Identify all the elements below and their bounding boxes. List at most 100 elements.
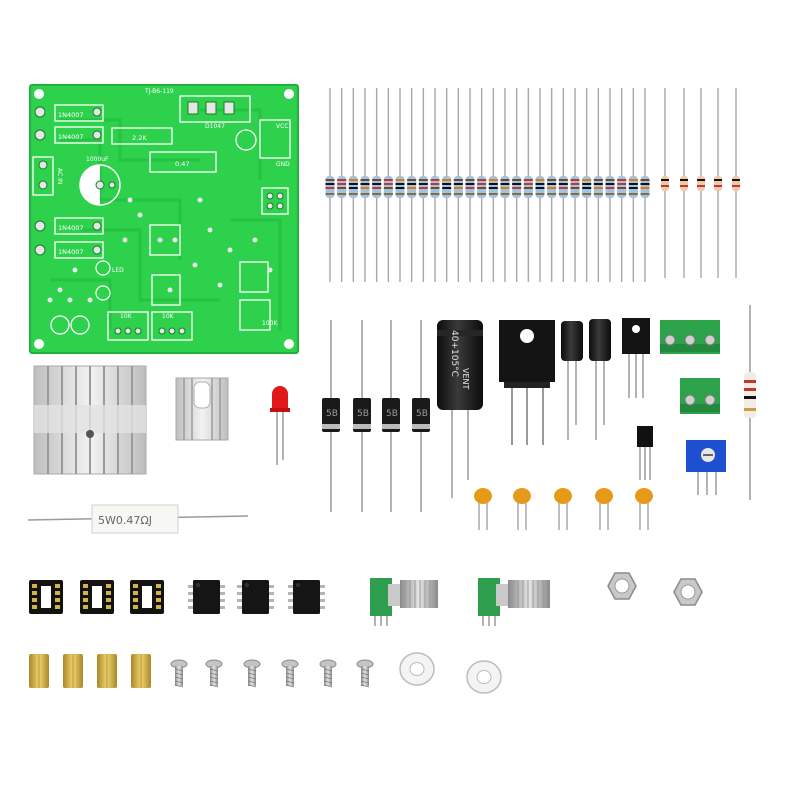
metal-film-resistor — [582, 88, 592, 282]
ceramic-capacitor — [474, 488, 492, 530]
ceramic-capacitor — [554, 488, 572, 530]
metal-film-resistor — [512, 88, 522, 282]
ceramic-capacitor — [635, 488, 653, 530]
zener-diode — [732, 88, 740, 278]
small-electrolytic-capacitor — [589, 319, 611, 440]
capacitor-rating: 40+105°C — [449, 330, 459, 377]
metal-film-resistor — [453, 88, 463, 282]
washer — [399, 652, 435, 686]
brass-standoffs — [29, 654, 151, 688]
brass-standoff — [131, 654, 151, 688]
washer — [466, 660, 502, 694]
metal-film-resistor — [523, 88, 533, 282]
large-heatsink — [33, 365, 147, 475]
hex-nut — [673, 578, 703, 606]
pcb-board: TJ-B6-119 1N4007 1N4007 1N4007 1N4007 AC… — [29, 84, 299, 354]
metal-film-resistor — [535, 88, 545, 282]
trimmer-potentiometer — [686, 440, 726, 495]
cement-resistor: 5W0.47ΩJ — [27, 504, 249, 534]
metal-film-resistor — [593, 88, 603, 282]
metal-film-resistor — [418, 88, 428, 282]
metal-film-resistor — [465, 88, 475, 282]
pcb-label-resistor-22k: 2.2K — [132, 134, 147, 142]
zener-diode — [697, 88, 705, 278]
ceramic-capacitors — [474, 488, 653, 530]
screws — [170, 659, 374, 688]
metal-film-resistor — [558, 88, 568, 282]
power-resistor — [744, 305, 756, 500]
metal-film-resistor — [477, 88, 487, 282]
screw — [281, 659, 299, 688]
red-led — [270, 386, 290, 465]
rectifier-diode: 5B — [412, 320, 430, 512]
pcb-label-diode-2: 1N4007 — [58, 133, 84, 141]
dip8-ics — [188, 580, 325, 614]
metal-film-resistor — [547, 88, 557, 282]
pcb-label-gnd: GND — [276, 161, 290, 168]
ic-socket — [130, 580, 164, 614]
metal-film-resistor — [617, 88, 627, 282]
pcb-label-transistor: D1047 — [205, 123, 225, 130]
diode-marking: 5B — [357, 409, 369, 419]
metal-film-resistor — [348, 88, 358, 282]
resistor-strip — [325, 88, 740, 282]
brass-standoff — [97, 654, 117, 688]
metal-film-resistor — [407, 88, 417, 282]
metal-film-resistor — [325, 88, 335, 282]
small-electrolytic-capacitor — [561, 321, 583, 440]
to92-transistor — [637, 426, 653, 480]
screw — [319, 659, 337, 688]
brass-standoff — [63, 654, 83, 688]
terminal-block-3pin — [660, 320, 720, 354]
to126-transistor — [622, 318, 650, 398]
ic-sockets — [29, 580, 164, 614]
rectifier-diode: 5B — [353, 320, 371, 512]
metal-film-resistor — [500, 88, 510, 282]
terminal-block-2pin — [680, 378, 720, 414]
metal-film-resistor — [395, 88, 405, 282]
hex-nut — [607, 572, 637, 600]
diode-marking: 5B — [326, 409, 338, 419]
capacitor-brand: VENT — [461, 368, 470, 390]
metal-film-resistor — [360, 88, 370, 282]
rectifier-diode: 5B — [322, 320, 340, 512]
power-transistor — [499, 320, 555, 445]
diode-marking: 5B — [416, 409, 428, 419]
ic-socket — [29, 580, 63, 614]
pcb-label-vcc: VCC — [276, 123, 288, 130]
dip8-ic — [188, 580, 225, 614]
dip8-ic — [288, 580, 325, 614]
metal-film-resistor — [570, 88, 580, 282]
ic-socket — [80, 580, 114, 614]
metal-film-resistor — [488, 88, 498, 282]
rotary-potentiometer — [478, 578, 550, 626]
screw — [243, 659, 261, 688]
metal-film-resistor — [430, 88, 440, 282]
pcb-label-pot-1: 10K — [120, 313, 133, 320]
pcb-label-trimmer: 100K — [262, 320, 278, 327]
screw — [205, 659, 223, 688]
pcb-label-pot-2: 10K — [162, 313, 175, 320]
cement-resistor-label: 5W0.47ΩJ — [98, 514, 152, 527]
metal-film-resistor — [372, 88, 382, 282]
pcb-label-diode-1: 1N4007 — [58, 111, 84, 119]
metal-film-resistor — [605, 88, 615, 282]
brass-standoff — [29, 654, 49, 688]
pcb-label-diode-4: 1N4007 — [58, 248, 84, 256]
rectifier-diode: 5B — [382, 320, 400, 512]
screw — [170, 659, 188, 688]
metal-film-resistor — [628, 88, 638, 282]
pcb-label-led: LED — [112, 267, 124, 274]
metal-film-resistor — [337, 88, 347, 282]
pcb-board-id: TJ-B6-119 — [144, 88, 174, 95]
metal-film-resistor — [383, 88, 393, 282]
pcb-label-diode-3: 1N4007 — [58, 224, 84, 232]
large-electrolytic-capacitor: 40+105°C VENT — [437, 320, 483, 498]
rotary-potentiometer — [370, 578, 438, 626]
metal-film-resistor — [640, 88, 650, 282]
diode-marking: 5B — [386, 409, 398, 419]
zener-diode — [714, 88, 722, 278]
zener-diode — [680, 88, 688, 278]
pcb-label-resistor-047: 0.47 — [175, 160, 189, 168]
